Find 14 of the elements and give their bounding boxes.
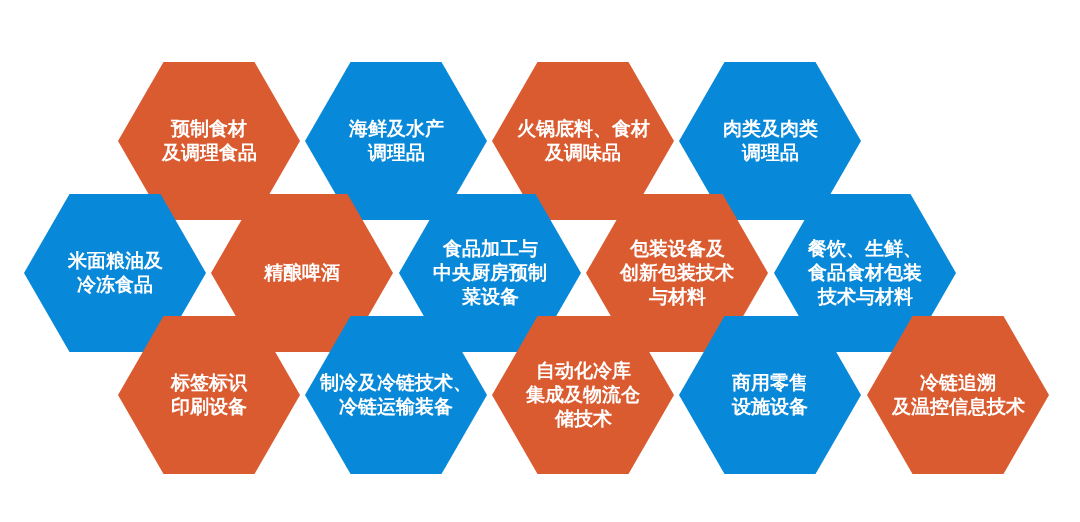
category-label: 肉类及肉类调理品 [722,117,818,165]
category-label: 标签标识印刷设备 [171,371,247,419]
category-label: 海鲜及水产调理品 [348,117,444,165]
category-label: 制冷及冷链技术、冷链运输装备 [320,371,472,419]
category-label: 商用零售设施设备 [732,371,808,419]
category-label: 自动化冷库集成及物流仓储技术 [526,359,640,431]
category-label: 预制食材及调理食品 [161,117,257,165]
category-label: 食品加工与中央厨房预制菜设备 [433,237,547,309]
category-label: 冷链追溯及温控信息技术 [891,371,1025,419]
category-label: 火锅底料、食材及调味品 [516,117,650,165]
category-label: 包装设备及创新包装技术与材料 [620,237,734,309]
category-label: 精酿啤酒 [264,261,340,285]
category-label: 餐饮、生鲜、食品食材包装技术与材料 [808,237,922,309]
category-label: 米面粮油及冷冻食品 [67,249,163,297]
